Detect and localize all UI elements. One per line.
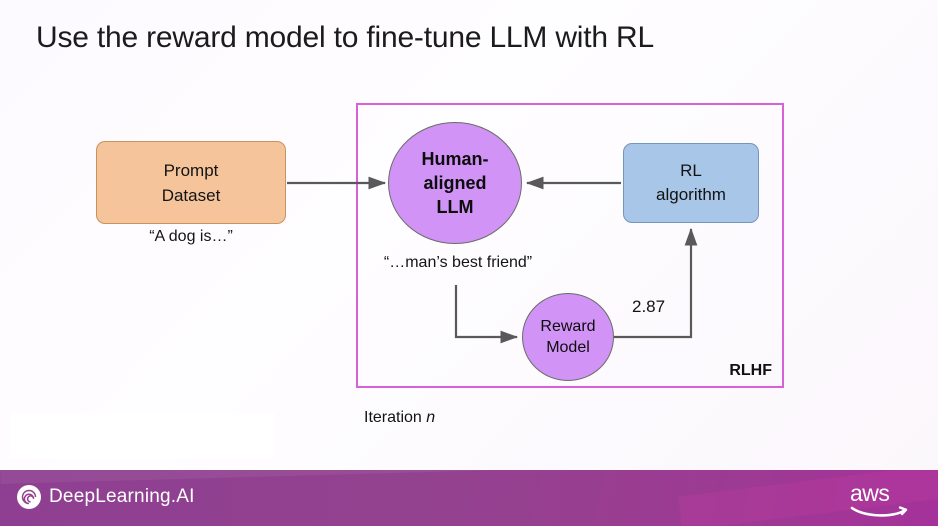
spiral-logo-icon [17, 485, 41, 509]
deeplearning-ai-wordmark: DeepLearning.AI [49, 486, 195, 507]
node-prompt-dataset[interactable]: Prompt Dataset [96, 141, 286, 224]
rlhf-frame: RLHF [356, 103, 784, 388]
prompt-dataset-line1: Prompt [163, 160, 219, 180]
aws-smile-icon [850, 506, 908, 517]
deeplearning-ai-logo: DeepLearning.AI [16, 484, 195, 510]
iteration-label-variable: n [426, 409, 436, 426]
node-rl-algorithm[interactable]: RL algorithm [623, 143, 759, 223]
rl-algorithm-line2: algorithm [656, 185, 726, 204]
reward-model-line2: Model [546, 339, 590, 356]
footer-bar: DeepLearning.AI aws [0, 470, 938, 526]
node-reward-model[interactable]: Reward Model [522, 293, 614, 381]
llm-output-caption: “…man’s best friend” [383, 254, 533, 271]
iteration-label: Iteration n [364, 409, 435, 427]
prompt-dataset-caption: “A dog is…” [149, 228, 233, 245]
overlay-rectangle [10, 413, 274, 458]
rlhf-frame-label: RLHF [729, 362, 772, 379]
llm-line3: LLM [436, 197, 474, 217]
llm-line1: Human- [421, 149, 489, 169]
page-title: Use the reward model to fine-tune LLM wi… [36, 21, 654, 54]
reward-value-label: 2.87 [632, 297, 666, 316]
prompt-dataset-line2: Dataset [161, 185, 221, 205]
aws-logo: aws [850, 480, 912, 517]
node-human-aligned-llm[interactable]: Human- aligned LLM [388, 122, 522, 244]
aws-wordmark: aws [850, 480, 890, 506]
rl-algorithm-line1: RL [680, 161, 702, 180]
reward-model-line1: Reward [540, 318, 596, 335]
iteration-label-prefix: Iteration [364, 409, 427, 426]
llm-line2: aligned [423, 173, 487, 193]
